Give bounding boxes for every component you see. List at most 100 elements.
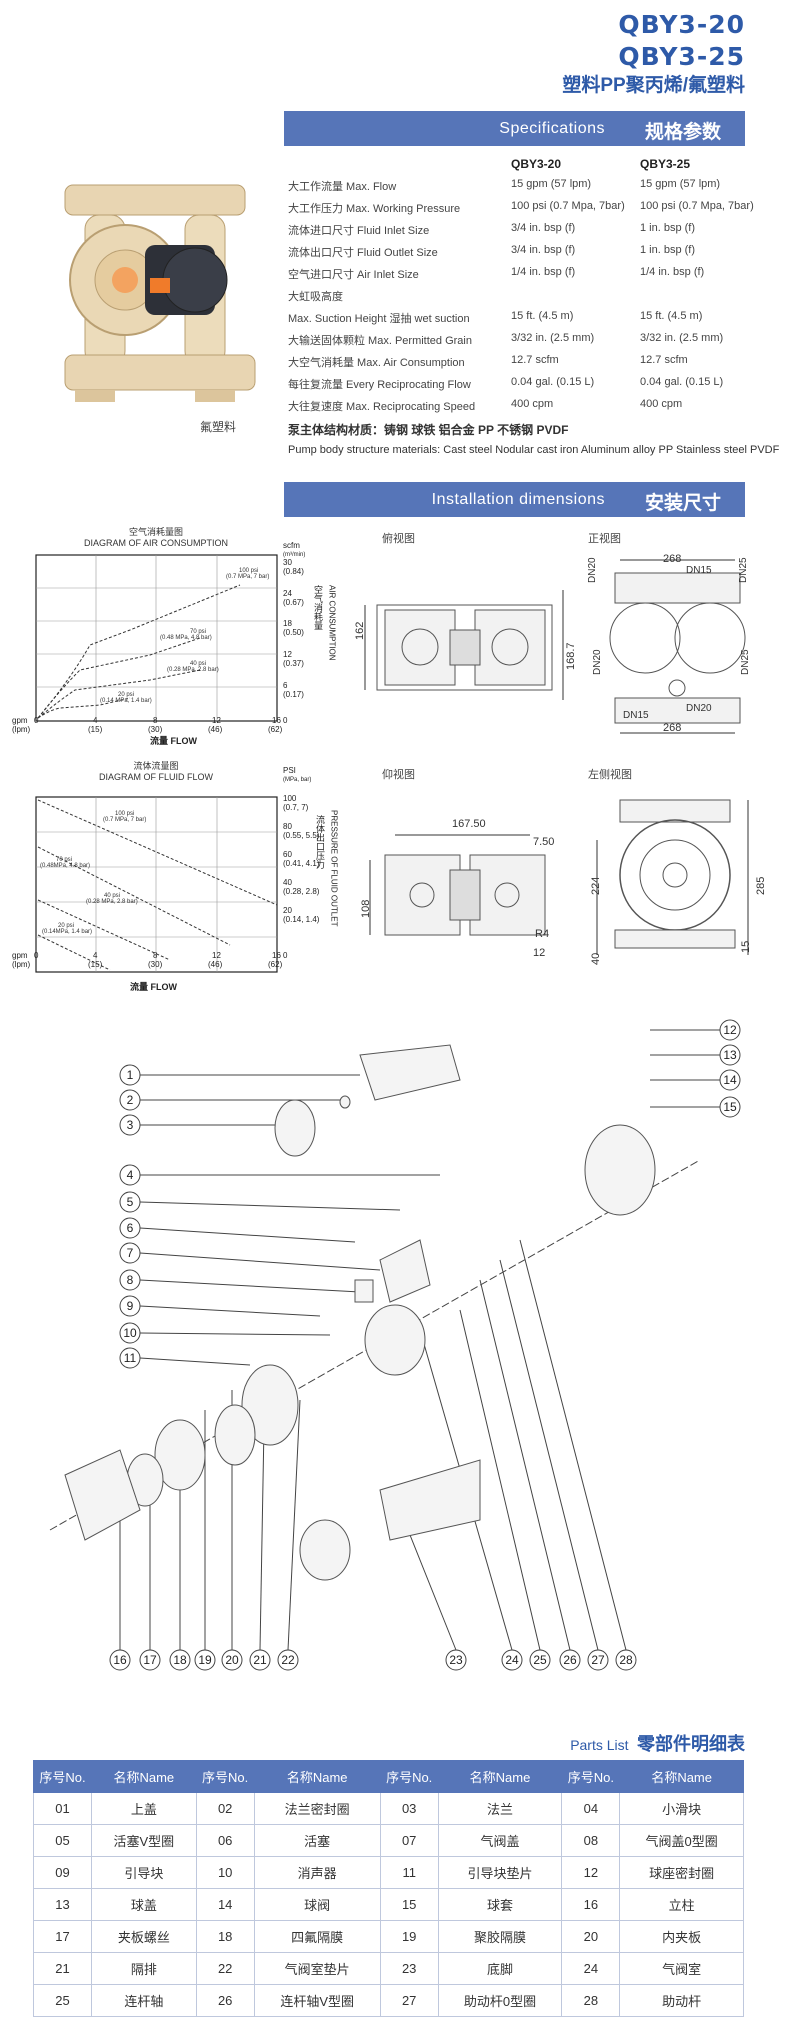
part-number: 03	[379, 1792, 439, 1825]
spec-value-1: 15 gpm (57 lpm)	[511, 178, 592, 190]
part-number: 12	[561, 1856, 621, 1889]
part-number: 23	[379, 1952, 439, 1985]
parts-table: 序号No. 名称Name 序号No. 名称Name 序号No. 名称Name 序…	[33, 1760, 744, 2017]
fluid-x-tick-4b: (62)	[268, 960, 283, 969]
part-number: 20	[561, 1920, 621, 1953]
air-y-tick-5b: (0.84)	[283, 567, 304, 576]
part-number: 14	[195, 1888, 255, 1921]
parts-header-no: 序号No.	[561, 1760, 621, 1793]
part-number: 11	[379, 1856, 439, 1889]
spec-label: 流体进口尺寸 Fluid Inlet Size	[288, 225, 430, 237]
part-name: 气阀盖	[437, 1824, 563, 1857]
part-number: 15	[379, 1888, 439, 1921]
callout-2: 2	[127, 1093, 134, 1107]
fluid-series-1: 100 psi	[115, 811, 134, 817]
spec-banner-cn: 规格参数	[644, 122, 721, 143]
dim-left-40: 40	[590, 952, 602, 965]
part-name: 球套	[437, 1888, 563, 1921]
callout-22: 22	[281, 1653, 295, 1667]
part-number: 02	[195, 1792, 255, 1825]
top-view-drawing	[364, 590, 564, 700]
pump-photo	[64, 184, 256, 402]
callout-14: 14	[723, 1073, 737, 1087]
callout-11: 11	[124, 1351, 137, 1365]
air-y-tick-1: 6	[283, 681, 288, 690]
callout-16: 16	[113, 1653, 127, 1667]
part-number: 07	[379, 1824, 439, 1857]
spec-value-1: 100 psi (0.7 Mpa, 7bar)	[511, 200, 625, 212]
spec-value-1: 15 ft. (4.5 m)	[511, 310, 574, 322]
part-number: 04	[561, 1792, 621, 1825]
spec-value-2: 15 gpm (57 lpm)	[640, 178, 721, 190]
callout-9: 9	[127, 1299, 134, 1313]
spec-row: Max. Suction Height 湿抽 wet suction 15 ft.…	[0, 310, 800, 330]
spec-label: 大往复速度 Max. Reciprocating Speed	[288, 401, 476, 413]
material-cn: 泵主体结构材质：铸钢 球铁 铝合金 PP 不锈钢 PVDF	[288, 423, 569, 437]
callout-18: 18	[173, 1653, 187, 1667]
part-number: 05	[33, 1824, 92, 1857]
spec-label: Max. Suction Height 湿抽 wet suction	[288, 313, 470, 325]
part-number: 25	[33, 1984, 92, 2017]
part-name: 球盖	[91, 1888, 197, 1921]
dim-dn25-mr: DN25	[740, 649, 751, 675]
part-name: 四氟隔膜	[253, 1920, 381, 1953]
air-y-tick-5: 30	[283, 558, 292, 567]
air-y-tick-3: 18	[283, 619, 292, 628]
callout-6: 6	[127, 1221, 134, 1235]
part-name: 法兰密封圈	[253, 1792, 381, 1825]
model-title-1: QBY3-20	[618, 10, 745, 39]
air-x-unit: gpm	[12, 716, 28, 725]
parts-header-row: 序号No. 名称Name 序号No. 名称Name 序号No. 名称Name 序…	[33, 1760, 744, 1793]
dim-front-w2: 268	[663, 722, 682, 734]
callout-27: 27	[591, 1653, 605, 1667]
fluid-chart-title-en: DIAGRAM OF FLUID FLOW	[98, 772, 213, 782]
air-series-4b: (0.14 MPa, 1.4 bar)	[100, 698, 152, 704]
dim-dn25-tr: DN25	[738, 557, 749, 583]
bottom-view-drawing	[369, 834, 546, 936]
fluid-x-unit: gpm	[12, 951, 28, 960]
parts-title: Parts List 零部件明细表	[570, 1730, 745, 1756]
callout-13: 13	[723, 1048, 737, 1062]
fluid-x-unit-b: (lpm)	[12, 960, 31, 969]
air-x-tick-1: 4	[93, 716, 98, 725]
air-y-tick-3b: (0.50)	[283, 628, 304, 637]
part-name: 夹板螺丝	[91, 1920, 197, 1953]
air-y-tick-4: 24	[283, 589, 292, 598]
product-caption: 氟塑料	[200, 420, 237, 434]
part-name: 内夹板	[619, 1920, 744, 1953]
callout-15: 15	[723, 1100, 737, 1114]
callout-24: 24	[505, 1653, 519, 1667]
callout-4: 4	[127, 1168, 134, 1182]
air-chart-title-en: DIAGRAM OF AIR CONSUMPTION	[83, 538, 228, 548]
part-name: 球阀	[253, 1888, 381, 1921]
fluid-series-1b: (0.7 MPa, 7 bar)	[103, 817, 146, 823]
fluid-chart: 100 psi (0.7 MPa, 7 bar) 70 psi (0.48MPa…	[12, 766, 339, 992]
air-y-label-cn: 空气消耗量	[313, 584, 323, 630]
part-number: 09	[33, 1856, 92, 1889]
material-subtitle: 塑料PP聚丙烯/氟塑料	[562, 75, 745, 96]
fluid-series-2b: (0.48MPa, 4.8 bar)	[40, 863, 90, 869]
callout-10: 10	[123, 1326, 137, 1340]
part-name: 消声器	[253, 1856, 381, 1889]
air-series-2: 70 psi	[190, 629, 206, 635]
air-series-1b: (0.7 MPa, 7 bar)	[226, 574, 269, 580]
fluid-x-tick-3b: (46)	[208, 960, 223, 969]
model-title-2: QBY3-25	[618, 42, 745, 71]
spec-label: 大空气消耗量 Max. Air Consumption	[288, 357, 465, 369]
spec-value-2: 100 psi (0.7 Mpa, 7bar)	[640, 200, 754, 212]
spec-value-1: 0.04 gal. (0.15 L)	[511, 376, 595, 388]
part-number: 24	[561, 1952, 621, 1985]
air-x-tick-2: 8	[153, 716, 158, 725]
fluid-chart-title: 流体流量图 DIAGRAM OF FLUID FLOW	[36, 761, 276, 783]
spec-label: 流体出口尺寸 Fluid Outlet Size	[288, 247, 438, 259]
fluid-y-label-en: PRESSURE OF FLUID OUTLET	[330, 810, 339, 927]
air-series-2b: (0.48 MPa, 4.8 bar)	[160, 635, 212, 641]
air-series-3: 40 psi	[190, 661, 206, 667]
